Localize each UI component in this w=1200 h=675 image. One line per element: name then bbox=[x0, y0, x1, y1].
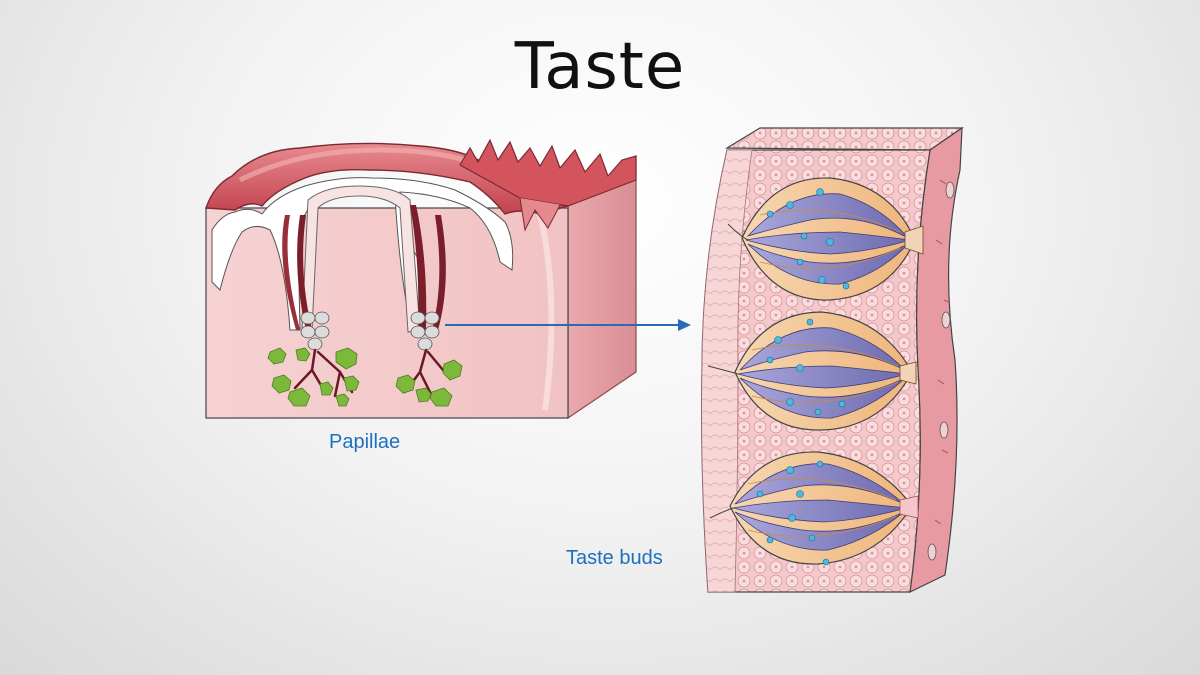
papillae-block bbox=[205, 138, 637, 420]
taste-bud-1 bbox=[727, 177, 924, 301]
taste-buds-block bbox=[701, 126, 964, 594]
papillae-label: Papillae bbox=[329, 431, 401, 453]
taste-bud-2 bbox=[707, 311, 917, 431]
slide-title: Taste bbox=[514, 30, 686, 104]
pointer-arrow bbox=[445, 319, 691, 331]
taste-buds-label: Taste buds bbox=[566, 547, 663, 569]
taste-bud-3 bbox=[709, 451, 919, 566]
